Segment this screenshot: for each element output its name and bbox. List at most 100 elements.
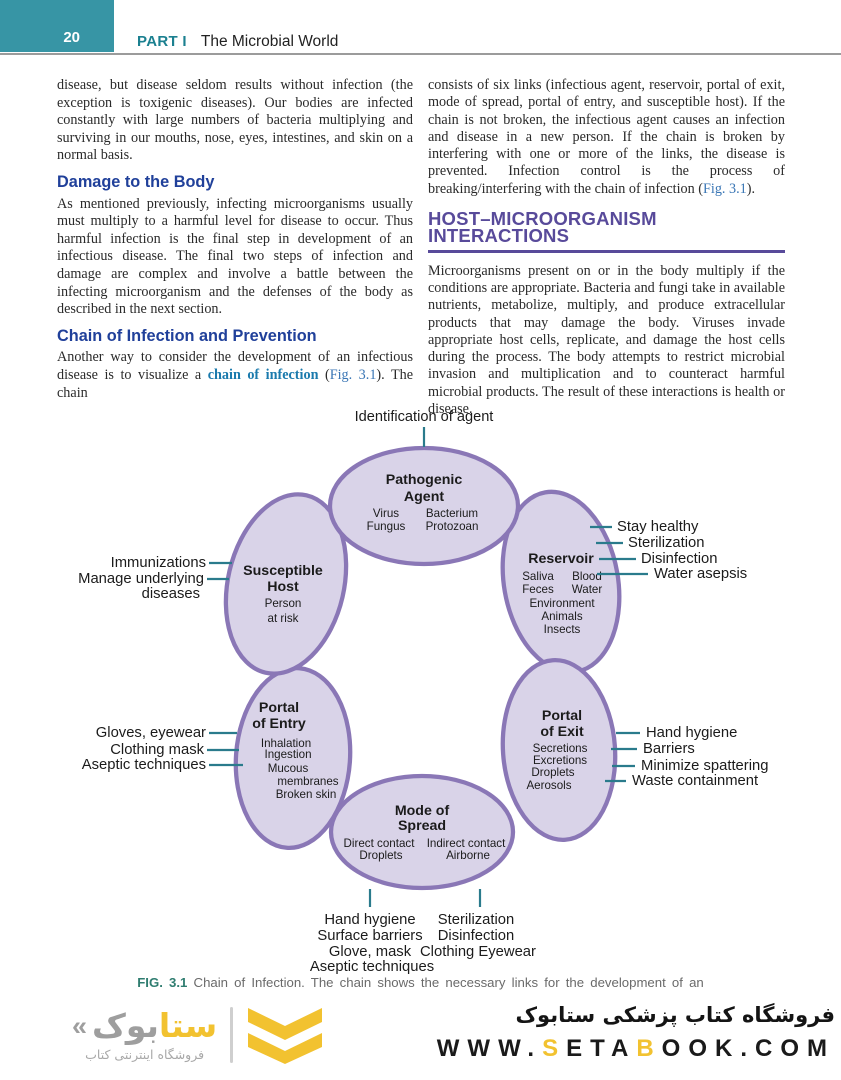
figure-node-label-reservoir: Feces [522,583,554,596]
figure-node-label-pathogenic-agent: Pathogenic [386,472,463,488]
figure-node-label-mode-of-spread: Droplets [359,849,402,862]
text-segment: بوک [92,1006,159,1045]
page-number-block: 20 [0,0,114,52]
figure-node-label-portal-of-exit: Aerosols [526,779,571,792]
paragraph: disease, but disease seldom results with… [57,77,413,164]
figure-callout-label: Disinfection [438,928,514,944]
heading-host-microorganism-interactions: HOST–MICROORGANISM INTERACTIONS [428,209,785,253]
figure-node-label-mode-of-spread: Indirect contact [427,837,506,850]
text-segment: OOK.COM [661,1035,835,1062]
figure-callout-label: Hand hygiene [324,912,415,928]
figure-node-ellipse-mode-of-spread [328,773,516,891]
figure-callout-label: Waste containment [632,773,758,789]
text-segment: Fig. 3.1 [329,366,377,383]
figure-caption: FIG. 3.1 Chain of Infection. The chain s… [0,975,841,990]
chevron-left-icon: « [72,1010,88,1041]
figure-callout-label: Sterilization [628,535,704,551]
figure-node-label-susceptible-host: Host [267,579,299,595]
heading-damage-to-the-body: Damage to the Body [57,172,215,191]
text-segment: ). The chain [57,366,413,401]
paragraph: consists of six links (infectious agent,… [428,77,785,198]
figure-node-label-portal-of-entry: Ingestion [264,748,311,761]
text-segment: S [542,1035,567,1062]
figure-node-label-mode-of-spread: Airborne [446,849,490,862]
figure-callout-label: Manage underlying [78,571,204,587]
running-head: PART I The Microbial World [137,33,338,51]
figure-callout-label: Glove, mask [329,944,412,960]
figure-node-label-mode-of-spread: Direct contact [344,837,416,850]
figure-node-label-portal-of-entry: membranes [277,775,338,788]
text-segment: B [636,1035,662,1062]
figure-callout-label: Gloves, eyewear [96,725,206,741]
figure-node-label-portal-of-exit: Portal [542,708,582,724]
figure-node-ellipse-portal-of-exit [500,657,618,843]
figure-node-label-portal-of-exit: Droplets [531,766,574,779]
part-label: PART I [137,33,187,50]
figure-callout-label: Aseptic techniques [82,757,206,773]
text-segment: consists of six links (infectious agent,… [428,77,785,197]
store-title: فروشگاه کتاب پزشکی ستابوک [515,1003,835,1027]
figure-node-label-mode-of-spread: Spread [398,818,446,834]
text-segment: ( [318,366,330,383]
store-watermark: فروشگاه کتاب پزشکی ستابوک WWW.SETABOOK.C… [437,1003,835,1063]
brand-wordmark: ستابوک [92,1008,217,1044]
figure-callout-label: Barriers [643,741,695,757]
figure-node-label-portal-of-entry: Inhalation [261,737,311,750]
figure-callout-label: Clothing Eyewear [420,944,536,960]
figure-node-label-portal-of-entry: of Entry [252,716,306,732]
text-segment: chain of infection [207,366,319,383]
text-segment: ستا [158,1006,218,1045]
figure-node-label-reservoir: Saliva [522,570,554,583]
text-segment: Another way to consider the development … [57,349,413,383]
figure-node-label-pathogenic-agent: Agent [404,489,444,505]
figure-node-label-pathogenic-agent: Protozoan [426,520,479,533]
figure-node-label-pathogenic-agent: Bacterium [426,507,478,520]
figure-node-label-portal-of-exit: Excretions [533,754,587,767]
figure-callout-label: diseases [142,586,200,602]
figure-node-ellipse-susceptible-host [223,492,349,676]
figure-node-ellipse-pathogenic-agent [327,445,521,567]
divider [230,1007,234,1063]
figure-node-label-susceptible-host: Person [265,597,302,610]
paragraph: Another way to consider the development … [57,349,413,402]
figure-node-label-reservoir: Blood [572,570,602,583]
brand-wordmark-block: « ستابوک فروشگاه اینترنتی کتاب [72,1008,217,1063]
figure-node-label-reservoir: Insects [544,623,581,636]
figure-node-label-portal-of-exit: of Exit [540,724,584,740]
figure-callout-label: Disinfection [641,551,717,567]
paragraph: Microorganisms present on or in the body… [428,262,785,418]
figure-node-label-susceptible-host: Susceptible [243,563,323,579]
figure-node-label-pathogenic-agent: Fungus [367,520,406,533]
figure-callout-label: Stay healthy [617,519,699,535]
paragraph: As mentioned previously, infecting micro… [57,195,413,318]
left-column: disease, but disease seldom results with… [57,77,413,402]
figure-callout-label: Aseptic techniques [310,959,434,975]
figure-node-label-reservoir: Reservoir [528,551,594,567]
figure-node-label-portal-of-exit: Secretions [533,742,588,755]
figure-node-label-portal-of-entry: Mucous [268,762,309,775]
figure-callout-label: Sterilization [438,912,514,928]
right-column: consists of six links (infectious agent,… [428,77,785,418]
figure-callout-label: Immunizations [111,555,206,571]
heading-chain-of-infection: Chain of Infection and Prevention [57,326,317,345]
double-chevron-icon [248,1008,323,1064]
figure-node-label-pathogenic-agent: Virus [373,507,399,520]
figure-caption-label: FIG. 3.1 [137,975,188,990]
part-title: The Microbial World [200,33,339,50]
figure-callout-label: Clothing mask [110,742,204,758]
figure-node-label-portal-of-entry: Portal [259,700,299,716]
figure-callout-label: Hand hygiene [646,725,737,741]
header-rule [0,53,841,55]
figure-node-label-portal-of-entry: Broken skin [276,788,337,801]
figure-callout-label: Surface barriers [317,928,422,944]
figure-node-label-susceptible-host: at risk [268,612,299,625]
figure-caption-text: Chain of Infection. The chain shows the … [193,975,704,990]
figure-node-label-reservoir: Animals [541,610,582,623]
text-segment: WWW. [436,1035,543,1062]
figure-callout-label: Water asepsis [654,566,747,582]
figure-node-label-reservoir: Environment [529,597,595,610]
figure-top-label: Identification of agent [355,409,494,425]
figure-node-label-reservoir: Water [572,583,603,596]
page-number: 20 [63,29,80,46]
figure-node-label-mode-of-spread: Mode of [395,803,450,819]
